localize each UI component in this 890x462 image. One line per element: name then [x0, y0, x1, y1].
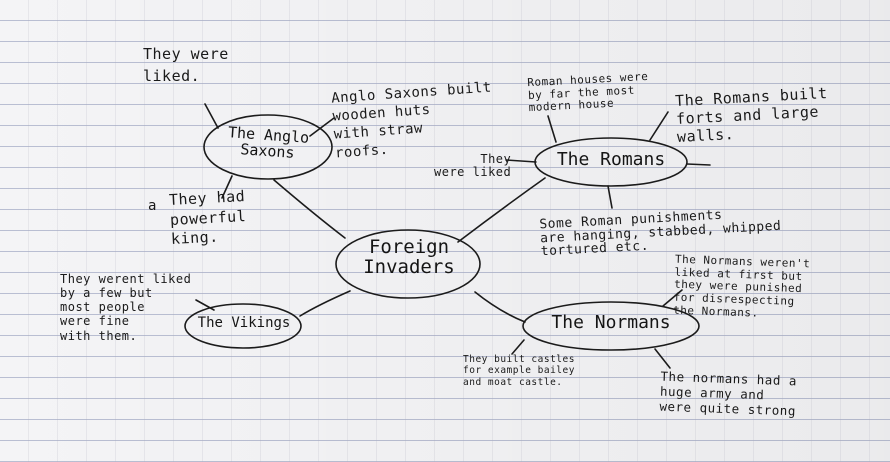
note-roman-houses: Roman houses were by far the most modern…: [527, 69, 649, 115]
normans-ellipse: [522, 301, 700, 351]
tick-roman-punish: [607, 185, 613, 209]
tick-anglo-liked: [204, 103, 219, 129]
normans-node-label: The Normans: [551, 312, 671, 333]
central-ellipse: [335, 229, 481, 299]
tick-norman-army: [654, 348, 671, 369]
tick-anglo-king: [221, 175, 233, 199]
tick-norman-castles: [511, 339, 525, 355]
tick-roman-right: [686, 163, 711, 166]
connector-anglo: [273, 179, 346, 239]
note-roman-forts: The Romans built forts and large walls.: [674, 84, 828, 146]
tick-roman-liked: [505, 159, 537, 163]
note-anglo-huts: Anglo Saxons built wooden huts with stra…: [330, 79, 493, 162]
note-anglo-king: They had powerful king.: [168, 187, 247, 248]
tick-roman-houses: [547, 115, 557, 143]
tick-norman-liked: [662, 289, 683, 307]
note-anglo-king-prefix: a: [148, 198, 157, 214]
central-node-label: Foreign Invaders: [363, 236, 455, 278]
tick-vikings-liked: [195, 299, 215, 311]
note-vikings-liked: They werent liked by a few but most peop…: [60, 272, 192, 343]
note-norman-army: The normans had a huge army and were qui…: [659, 368, 798, 419]
connector-vikings: [299, 290, 351, 317]
vikings-node-label: The Vikings: [197, 315, 291, 331]
tick-roman-forts: [649, 111, 669, 141]
tick-anglo-huts: [309, 117, 335, 137]
note-norman-liked: The Normans weren't liked at first but t…: [672, 252, 811, 320]
note-anglo-liked: They were liked.: [143, 45, 229, 85]
romans-node-label: The Romans: [556, 149, 666, 170]
anglo-ellipse: [203, 114, 333, 180]
connector-normans: [474, 291, 526, 323]
connector-romans: [457, 177, 546, 243]
vikings-ellipse: [184, 303, 302, 349]
note-norman-castles: They built castles for example bailey an…: [463, 354, 575, 388]
note-roman-liked: They were liked: [434, 152, 512, 180]
